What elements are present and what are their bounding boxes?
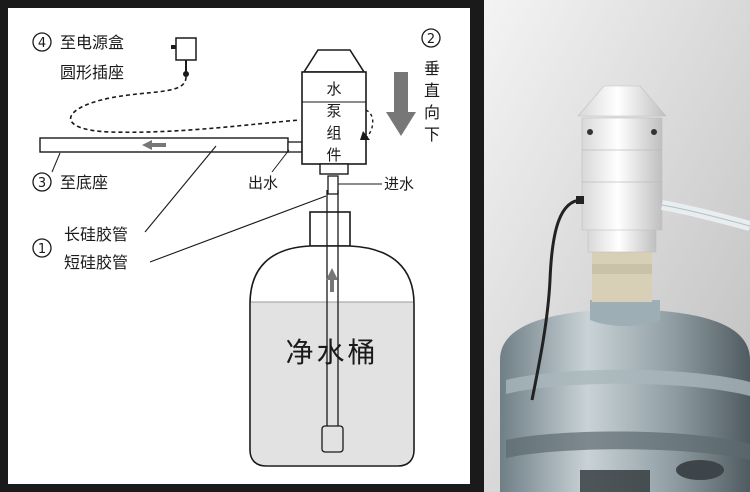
step3-text: 至底座 [60, 173, 108, 192]
step2-char-2: 直 [424, 81, 440, 100]
step3-circle [32, 172, 52, 192]
short-tube-leader [149, 195, 327, 263]
flow-arrow-left-icon [142, 140, 166, 150]
pump-body [301, 71, 367, 165]
flow-arrow-up-icon [326, 268, 338, 292]
step1-label: 1 长硅胶管 短硅胶管 [32, 145, 327, 272]
outlet-label: 出水 [248, 174, 278, 192]
step4-number: 4 [38, 36, 46, 51]
step4-circle [32, 32, 52, 52]
short-tube-vertical [321, 190, 344, 453]
step3-label: 3 至底座 [32, 152, 108, 192]
power-plug-icon [171, 37, 197, 77]
water-bucket: 净水桶 [249, 211, 415, 467]
step2-circle [421, 28, 441, 48]
step4-text-line1: 至电源盒 [60, 33, 124, 52]
long-tube-horizontal [39, 137, 289, 153]
pump-char-4: 件 [326, 146, 341, 164]
step2-label: 2 垂 直 向 下 [421, 28, 441, 144]
pump-assembly: 水 泵 组 件 [287, 49, 374, 195]
bucket-label: 净水桶 [285, 336, 378, 369]
step2-number: 2 [427, 32, 435, 47]
step1-circle [32, 238, 52, 258]
long-tube-leader [144, 145, 217, 233]
photo-water-jug [500, 300, 750, 492]
long-tube-label: 长硅胶管 [64, 225, 128, 244]
down-arrow-icon [386, 72, 416, 136]
pump-char-2: 泵 [326, 102, 341, 120]
inlet-label: 进水 [384, 175, 414, 193]
photo-pump [530, 85, 750, 401]
bucket-neck [309, 211, 351, 247]
step4-text-line2: 圆形插座 [60, 63, 124, 82]
bucket-water [251, 302, 413, 465]
step2-char-4: 下 [424, 125, 440, 144]
tube-filter [321, 425, 344, 453]
step4-label: 4 至电源盒 圆形插座 [32, 32, 124, 82]
step2-char-1: 垂 [424, 59, 440, 78]
inlet-connector [327, 175, 339, 195]
step2-char-3: 向 [424, 103, 440, 122]
power-cord [69, 76, 301, 134]
pump-char-3: 组 [326, 124, 341, 142]
step3-number: 3 [38, 176, 46, 191]
short-tube-label: 短硅胶管 [64, 253, 128, 272]
step1-number: 1 [38, 242, 46, 257]
pump-char-1: 水 [326, 80, 341, 98]
